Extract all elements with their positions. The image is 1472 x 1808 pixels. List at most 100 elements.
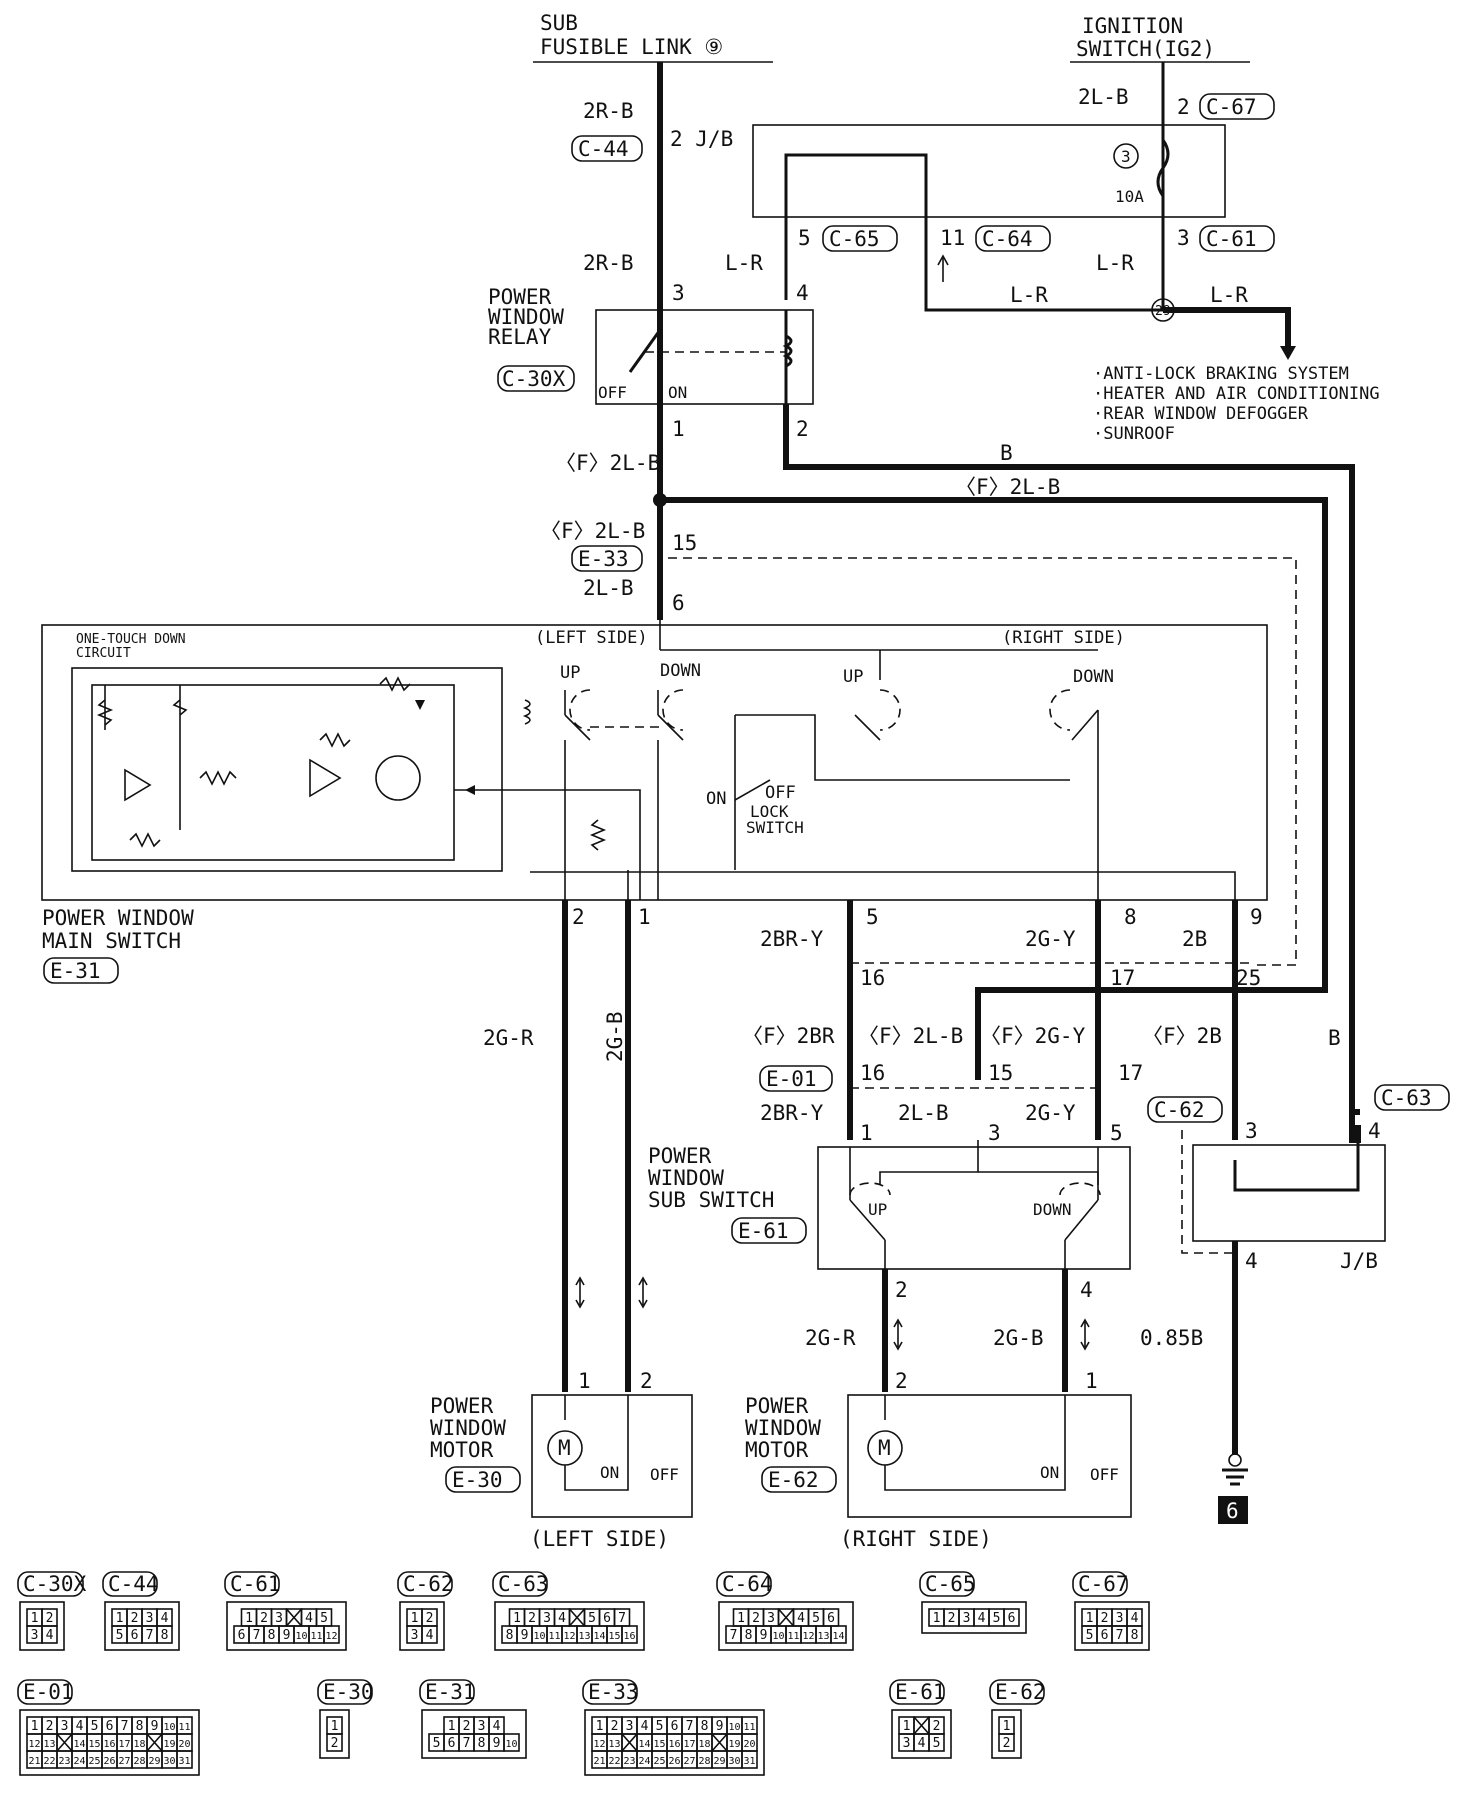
motor-left-m: M	[558, 1436, 571, 1460]
connector-pin-number: 3	[767, 1611, 775, 1626]
connector-face-tag	[419, 1679, 475, 1705]
connector-pin-number: 5	[656, 1719, 664, 1734]
junction-block-lower	[1192, 1144, 1386, 1242]
connector-pin-number: 8	[161, 1628, 169, 1643]
label-F2BR: 〈F〉2BR	[742, 1024, 835, 1048]
left-side-label: (LEFT SIDE)	[535, 628, 648, 648]
connector-pin-number: 16	[668, 1739, 680, 1750]
connector-face-body	[319, 1709, 350, 1759]
otd-coil-icon	[522, 699, 531, 725]
connector-pin-number: 13	[578, 1631, 590, 1642]
connector-pin-number: 2	[611, 1719, 619, 1734]
power-window-sub-switch: 2BR-Y 2L-B 2G-Y 1 3 5 UP DOWN POWER WIND…	[648, 1101, 1131, 1350]
connector-face-tag	[224, 1571, 280, 1597]
wire-F-2L-B-sub	[660, 497, 1328, 1080]
connector-pin-number: 4	[641, 1719, 649, 1734]
connector-face-tag	[1072, 1571, 1128, 1597]
connector-pin-number: 11	[787, 1631, 799, 1642]
connector-pin-number: 11	[548, 1631, 560, 1642]
connector-pin-number: 29	[713, 1756, 725, 1767]
motor-left-side: (LEFT SIDE)	[530, 1527, 669, 1551]
main-pin9: 9	[1250, 905, 1263, 929]
main-switch-box	[41, 624, 1268, 901]
connector-pin-number: 3	[963, 1611, 971, 1626]
connector-pin-number: 6	[238, 1628, 246, 1643]
diode-1-icon	[415, 700, 425, 710]
label-e30: E-30	[452, 1468, 503, 1492]
motor-right-side: (RIGHT SIDE)	[840, 1527, 992, 1551]
connector-pin-number: 4	[161, 1611, 169, 1626]
system-defogger: ·REAR WINDOW DEFOGGER	[1093, 404, 1309, 424]
label-e61: E-61	[738, 1219, 789, 1243]
connector-face-id: C-63	[498, 1572, 549, 1596]
sub-2G-B: 2G-B	[993, 1326, 1044, 1350]
relay-pin3: 3	[672, 281, 685, 305]
left-down-label: DOWN	[660, 661, 701, 681]
lock-label-2: SWITCH	[746, 818, 804, 837]
connector-pin-number: 4	[493, 1719, 501, 1734]
connector-pin-number: 2	[46, 1611, 54, 1626]
connector-pin-number: 1	[116, 1611, 124, 1626]
c63-pin4: 4	[1368, 1119, 1381, 1143]
connector-pin-cell	[156, 1625, 173, 1644]
left-up-label: UP	[560, 663, 580, 683]
connector-pin-number: 20	[743, 1739, 755, 1750]
connector-pin-number: 8	[268, 1628, 276, 1643]
connector-pin-number: 24	[638, 1756, 650, 1767]
connector-pin-number: 1	[513, 1611, 521, 1626]
connector-face-body	[399, 1601, 445, 1651]
sub-fusible-link-line1: SUB	[540, 11, 578, 35]
connector-pin-number: 14	[638, 1739, 650, 1750]
connector-pin-number: 2	[1003, 1736, 1011, 1751]
connector-pin-number: 7	[146, 1628, 154, 1643]
connector-pin-number: 2	[933, 1719, 941, 1734]
connector-pin-number: 26	[668, 1756, 680, 1767]
connector-pin-number: 16	[623, 1631, 635, 1642]
connector-face-body	[991, 1709, 1022, 1759]
sub-name-1: POWER	[648, 1144, 712, 1168]
connector-pin-number: 28	[698, 1756, 710, 1767]
connector-face-body	[1074, 1601, 1150, 1651]
label-fuse-amp: 10A	[1115, 187, 1144, 206]
pin-17: 17	[1110, 966, 1135, 990]
connector-pin-number: 1	[1003, 1719, 1011, 1734]
connector-face-tag	[989, 1679, 1045, 1705]
connector-pin-number: 6	[671, 1719, 679, 1734]
motor-left-box	[531, 1394, 693, 1518]
main-pin1: 1	[638, 905, 651, 929]
connector-face-id: E-61	[895, 1680, 946, 1704]
connector-pin-number: 14	[593, 1631, 605, 1642]
connector-tag-e62	[761, 1466, 837, 1493]
connector-face-id: C-62	[403, 1572, 454, 1596]
label-c61-pin: 3	[1177, 226, 1190, 250]
connector-pin-number: 1	[1086, 1611, 1094, 1626]
connector-pin-number: 12	[28, 1739, 40, 1750]
connector-pin-number: 13	[43, 1739, 55, 1750]
connector-pin-number: 7	[618, 1611, 626, 1626]
relay-name-3: RELAY	[488, 325, 552, 349]
lock-label-1: LOCK	[750, 802, 789, 821]
connector-tag-e33	[571, 545, 643, 572]
connector-pin-number: 9	[521, 1628, 529, 1643]
label-splice: 29	[1155, 304, 1171, 319]
motor-right-off: OFF	[1090, 1465, 1119, 1484]
connector-pin-number: 12	[563, 1631, 575, 1642]
right-side-label: (RIGHT SIDE)	[1002, 628, 1125, 648]
connector-tag-e61	[731, 1217, 807, 1244]
label-c67: C-67	[1206, 95, 1257, 119]
connector-pin-number: 9	[493, 1736, 501, 1751]
sub-switch-box	[817, 1146, 1131, 1270]
connector-pin-number: 23	[623, 1756, 635, 1767]
connector-pin-number: 11	[178, 1722, 190, 1733]
connector-pin-number: 15	[88, 1739, 100, 1750]
connector-pin-number: 7	[730, 1628, 738, 1643]
connector-face-id: C-30X	[23, 1572, 87, 1596]
connector-face-tag	[397, 1571, 453, 1597]
connector-pin-number: 7	[686, 1719, 694, 1734]
